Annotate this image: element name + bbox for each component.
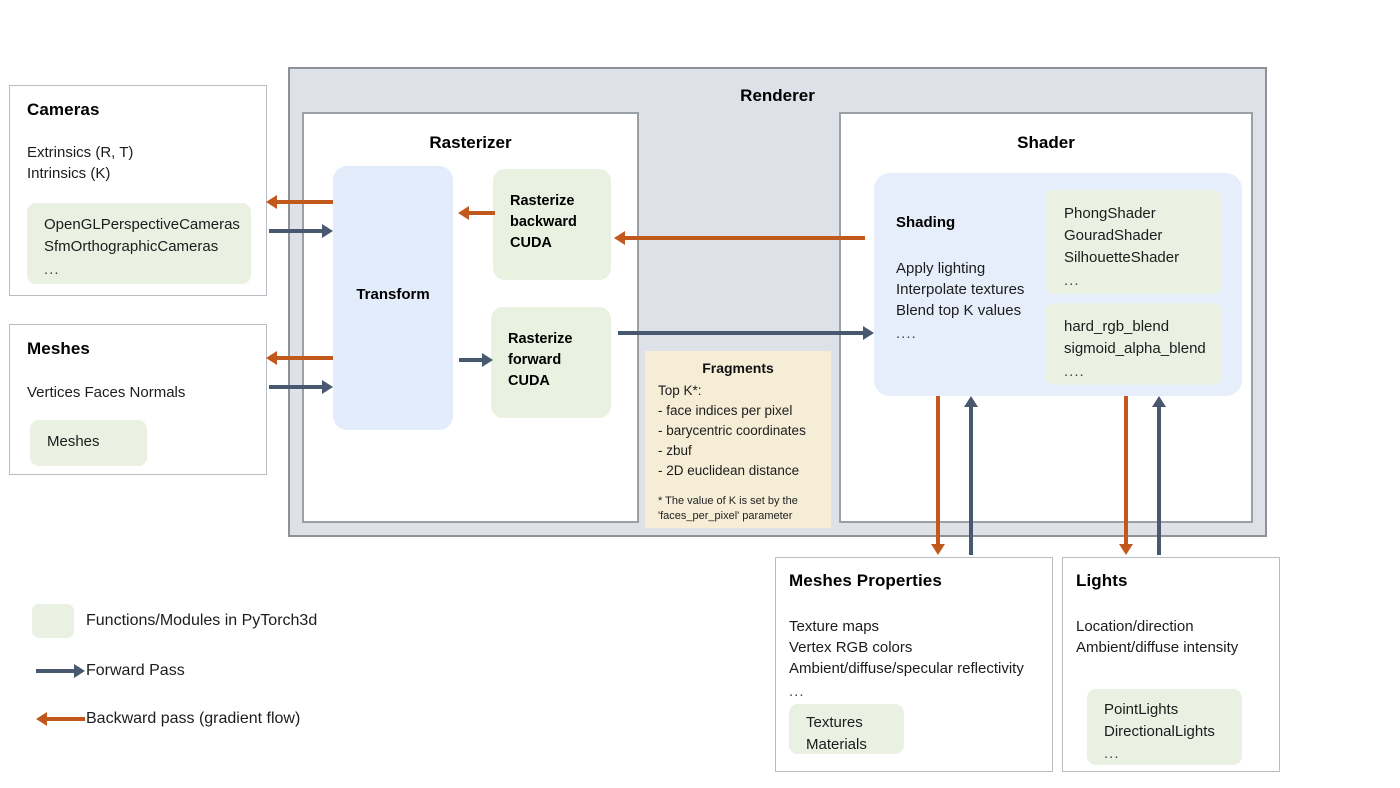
cameras-chip-item-0: OpenGLPerspectiveCameras xyxy=(44,216,240,233)
shading-line-1: Interpolate textures xyxy=(896,281,1025,298)
cameras-box: Cameras Extrinsics (R, T) Intrinsics (K)… xyxy=(9,85,267,296)
lights-chip-item-1: DirectionalLights xyxy=(1104,723,1215,740)
legend-label-0: Functions/Modules in PyTorch3d xyxy=(86,612,318,629)
rasterize-forward-line3: CUDA xyxy=(508,373,550,389)
lights-title: Lights xyxy=(1076,571,1128,590)
rasterizer-title: Rasterizer xyxy=(429,133,512,152)
fragments-item-1: - barycentric coordinates xyxy=(658,423,806,438)
cameras-line-0: Extrinsics (R, T) xyxy=(27,144,134,161)
shader-modules-chip: PhongShader GouradShader SilhouetteShade… xyxy=(1045,190,1222,294)
fragments-title: Fragments xyxy=(702,360,774,376)
shading-title: Shading xyxy=(896,214,956,231)
legend-swatch-green xyxy=(32,604,74,638)
blend-function-1: sigmoid_alpha_blend xyxy=(1064,340,1206,357)
lights-box: Lights Location/direction Ambient/diffus… xyxy=(1062,557,1280,772)
meshes-chip: Meshes xyxy=(30,420,147,466)
rasterize-forward-line1: Rasterize xyxy=(508,331,573,347)
blend-functions-more: .... xyxy=(1064,363,1085,380)
cameras-chip-more: ... xyxy=(44,261,60,278)
cameras-title: Cameras xyxy=(27,100,100,119)
transform-label: Transform xyxy=(356,286,430,303)
rasterize-backward-box: Rasterize backward CUDA xyxy=(493,169,611,280)
mesh-properties-chip-item-1: Materials xyxy=(806,736,867,753)
mesh-properties-line-2: Ambient/diffuse/specular reflectivity xyxy=(789,660,1024,677)
rasterize-backward-line1: Rasterize xyxy=(510,193,575,209)
rasterize-forward-line2: forward xyxy=(508,352,562,368)
mesh-properties-line-0: Texture maps xyxy=(789,618,880,635)
lights-chip-more: ... xyxy=(1104,745,1120,762)
fragments-item-2: - zbuf xyxy=(658,443,692,458)
shading-line-2: Blend top K values xyxy=(896,302,1022,319)
shader-module-0: PhongShader xyxy=(1064,205,1156,222)
shader-module-2: SilhouetteShader xyxy=(1064,249,1180,266)
legend-label-1: Forward Pass xyxy=(86,662,185,679)
blend-functions-chip: hard_rgb_blend sigmoid_alpha_blend .... xyxy=(1045,303,1222,385)
fragments-item-0: - face indices per pixel xyxy=(658,403,793,418)
mesh-properties-box: Meshes Properties Texture maps Vertex RG… xyxy=(775,557,1053,772)
renderer-title: Renderer xyxy=(740,86,815,105)
transform-box: Transform xyxy=(333,166,453,430)
legend-label-2: Backward pass (gradient flow) xyxy=(86,710,301,727)
rasterize-backward-line2: backward xyxy=(510,214,577,230)
lights-chip: PointLights DirectionalLights ... xyxy=(1087,689,1242,765)
legend: Functions/Modules in PyTorch3d Forward P… xyxy=(32,602,452,742)
meshes-chip-item-0: Meshes xyxy=(47,433,100,450)
lights-line-0: Location/direction xyxy=(1076,618,1194,635)
meshes-attributes: Vertices Faces Normals xyxy=(27,384,186,401)
fragments-note-line2: 'faces_per_pixel' parameter xyxy=(658,510,793,522)
mesh-properties-chip: Textures Materials xyxy=(789,704,904,754)
shader-title: Shader xyxy=(1017,133,1075,152)
shading-more: .... xyxy=(896,325,917,342)
rasterize-forward-box: Rasterize forward CUDA xyxy=(491,307,611,418)
cameras-line-1: Intrinsics (K) xyxy=(27,165,111,182)
shader-modules-more: ... xyxy=(1064,272,1080,289)
rasterize-backward-line3: CUDA xyxy=(510,235,552,251)
lights-chip-item-0: PointLights xyxy=(1104,701,1179,718)
shading-line-0: Apply lighting xyxy=(896,260,986,277)
mesh-properties-more: ... xyxy=(789,683,805,700)
mesh-properties-title: Meshes Properties xyxy=(789,571,942,590)
mesh-properties-chip-item-0: Textures xyxy=(806,714,863,731)
fragments-box: Fragments Top K*: - face indices per pix… xyxy=(645,351,831,528)
meshes-box: Meshes Vertices Faces Normals Meshes xyxy=(9,324,267,475)
lights-line-1: Ambient/diffuse intensity xyxy=(1076,639,1239,656)
shading-box: Shading Apply lighting Interpolate textu… xyxy=(874,173,1242,396)
mesh-properties-line-1: Vertex RGB colors xyxy=(789,639,913,656)
shader-module-1: GouradShader xyxy=(1064,227,1163,244)
meshes-title: Meshes xyxy=(27,339,90,358)
fragments-note-line1: * The value of K is set by the xyxy=(658,495,798,507)
fragments-item-3: - 2D euclidean distance xyxy=(658,463,800,478)
blend-function-0: hard_rgb_blend xyxy=(1064,318,1170,335)
cameras-chip-item-1: SfmOrthographicCameras xyxy=(44,238,219,255)
cameras-chip: OpenGLPerspectiveCameras SfmOrthographic… xyxy=(27,203,251,284)
fragments-topk: Top K*: xyxy=(658,383,702,398)
